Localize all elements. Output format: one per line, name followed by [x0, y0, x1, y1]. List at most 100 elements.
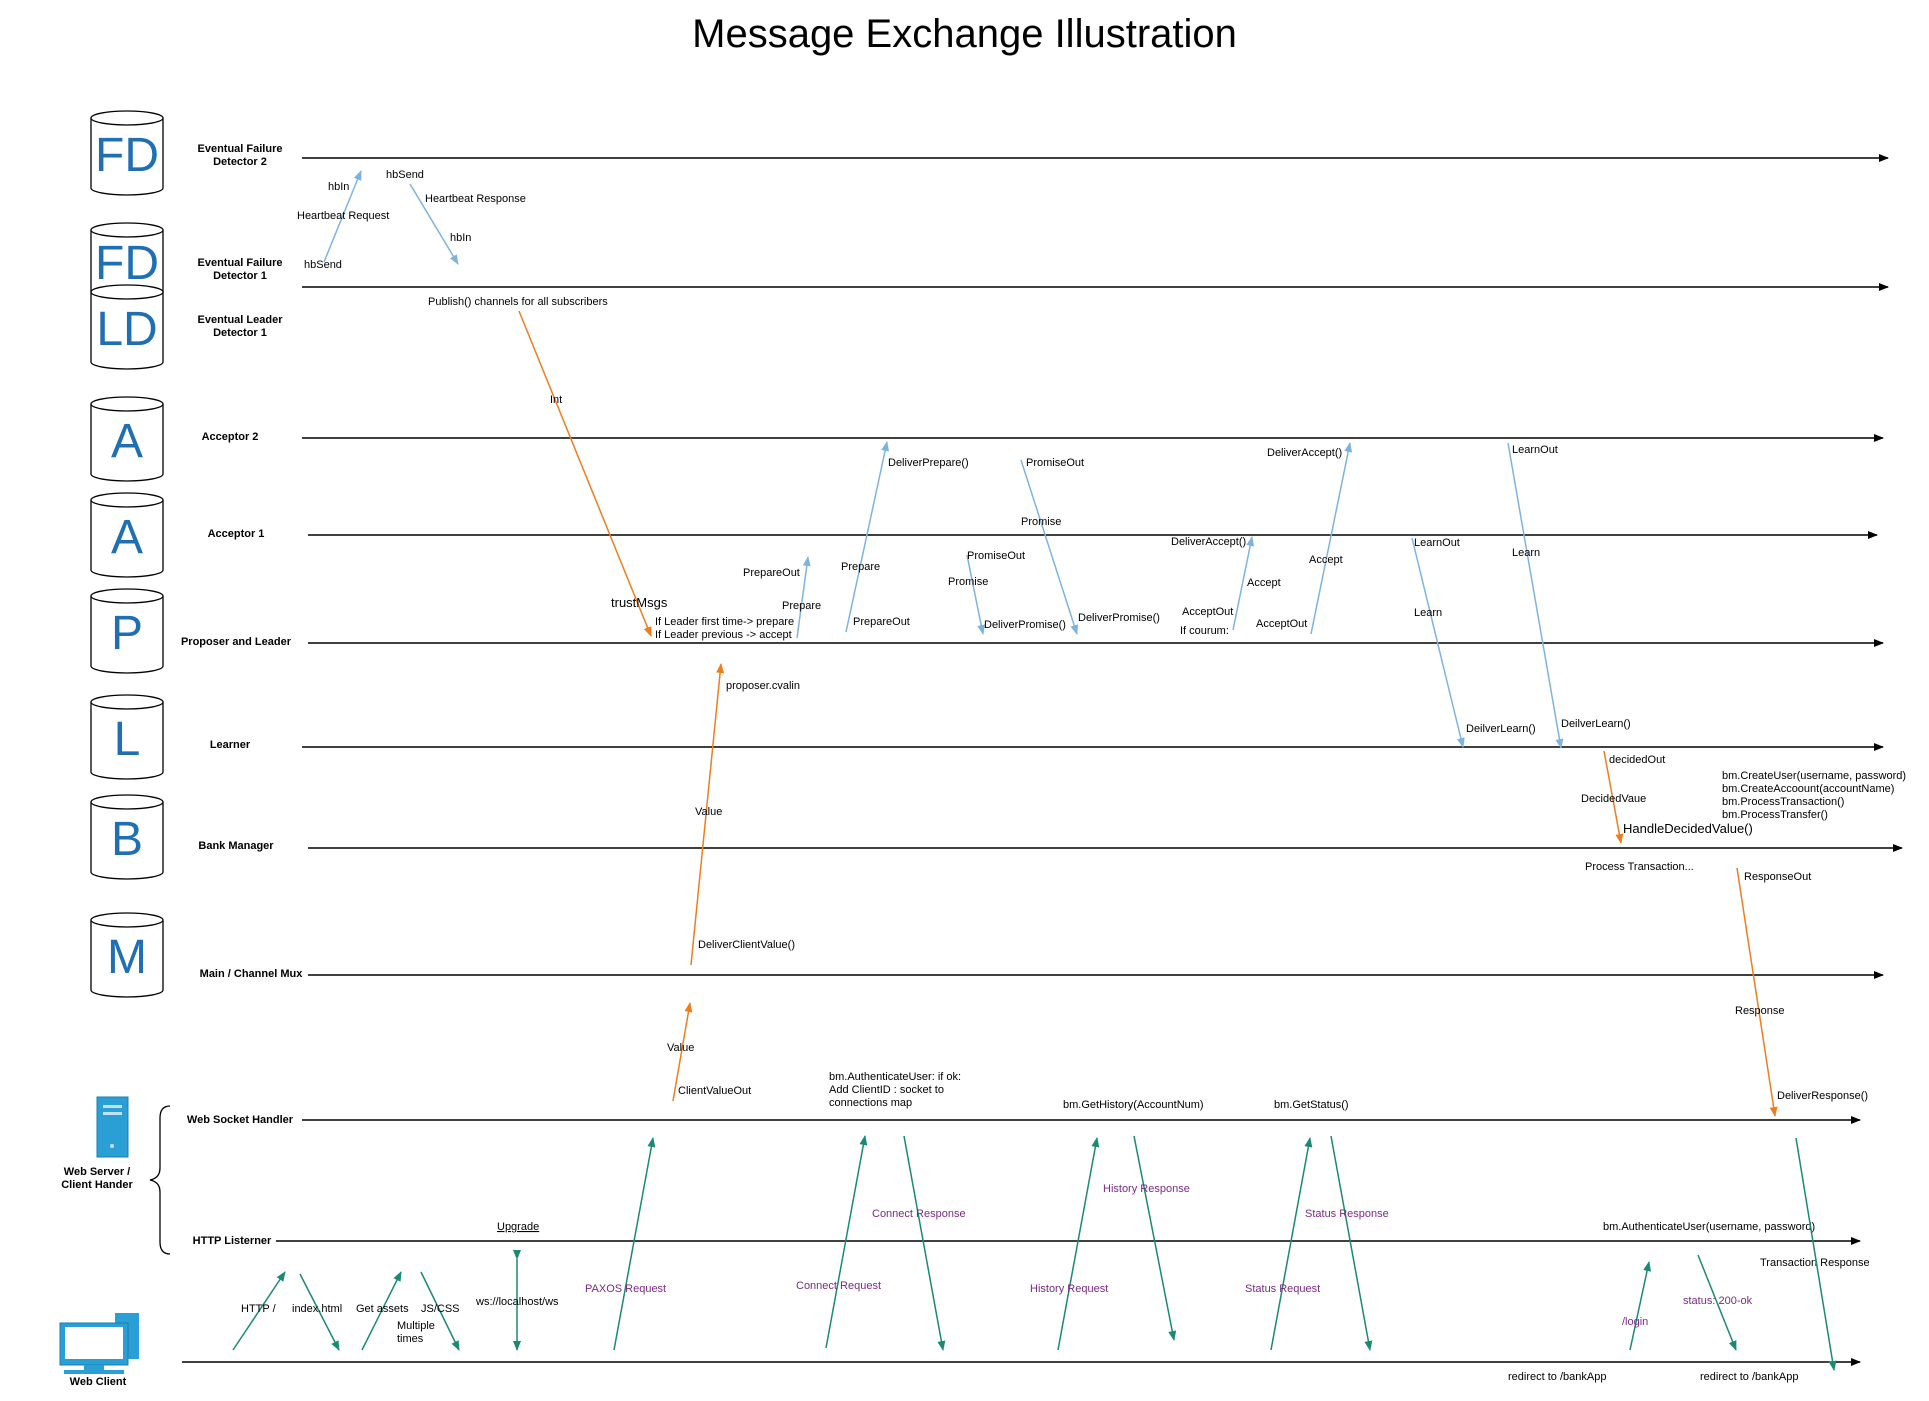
message-label: Heartbeat Request	[297, 210, 389, 222]
actor-cylinder: LD	[90, 284, 164, 370]
message-label: DeliverPromise()	[1078, 612, 1160, 624]
message-label: Int	[550, 394, 562, 406]
client-value-arrow	[690, 663, 725, 966]
message-label: /login	[1622, 1316, 1648, 1328]
server-slot	[103, 1112, 122, 1115]
message-label: If Leader first time-> prepare	[655, 616, 794, 628]
server-brace	[149, 1105, 171, 1255]
message-label: DeilverLearn()	[1561, 718, 1631, 730]
message-label: Value	[667, 1042, 694, 1054]
message-label: DeliverAccept()	[1267, 447, 1342, 459]
actor-glyph: M	[107, 931, 147, 984]
message-label: Connect Request	[796, 1280, 881, 1292]
message-label: HandleDecidedValue()	[1623, 821, 1753, 836]
lane-label: Detector 2	[213, 156, 267, 168]
promise-arrow-acceptor2	[1020, 459, 1079, 635]
cylinder-top	[90, 492, 164, 508]
message-label: Publish() channels for all subscribers	[428, 296, 608, 308]
actor-glyph: LD	[96, 303, 157, 356]
prepare-arrow-acceptor2	[845, 441, 890, 633]
status-request-arrow	[1270, 1137, 1313, 1351]
message-label: ws://localhost/ws	[475, 1296, 559, 1308]
computer-base	[64, 1370, 124, 1374]
actor-cylinder: A	[90, 492, 164, 578]
prepare-arrow-acceptor1	[796, 556, 811, 639]
actor-glyph: FD	[95, 237, 159, 290]
ws-value-arrow	[672, 1002, 693, 1102]
message-label: DeliverResponse()	[1777, 1090, 1868, 1102]
message-label: LearnOut	[1414, 537, 1460, 549]
actor-glyph: FD	[95, 129, 159, 182]
history-response-arrow	[1133, 1135, 1177, 1341]
cylinder-body	[90, 802, 164, 880]
message-label: Promise	[948, 576, 988, 588]
server-label: Client Hander	[61, 1179, 133, 1191]
server-label: Web Server /	[64, 1166, 130, 1178]
message-label: ResponseOut	[1744, 871, 1811, 883]
cylinder-top	[90, 110, 164, 126]
message-label: Prepare	[841, 561, 880, 573]
accept-arrow-acceptor1	[1232, 536, 1255, 631]
message-label: AcceptOut	[1182, 606, 1233, 618]
message-label: Process Transaction...	[1585, 861, 1694, 873]
actor-glyph: L	[114, 713, 141, 766]
server-slot	[103, 1105, 122, 1108]
message-label: DeliverPrepare()	[888, 457, 969, 469]
assets-request-arrow	[361, 1271, 402, 1351]
message-label: Value	[695, 806, 722, 818]
message-label: Learn	[1414, 607, 1442, 619]
message-label: trustMsgs	[611, 595, 668, 610]
paxos-request-arrow	[613, 1137, 656, 1351]
message-label: status: 200-ok	[1683, 1295, 1753, 1307]
lane-label: Proposer and Leader	[181, 636, 292, 648]
message-label: AcceptOut	[1256, 618, 1307, 630]
message-label: hbSend	[304, 259, 342, 271]
message-label: Add ClientID : socket to	[829, 1084, 944, 1096]
message-label: bm.GetStatus()	[1274, 1099, 1349, 1111]
learn-arrow-acceptor1	[1411, 537, 1465, 748]
message-label: Promise	[1021, 516, 1061, 528]
http-request-arrow	[232, 1271, 286, 1351]
cylinder-body	[90, 404, 164, 482]
decided-arrow	[1603, 750, 1624, 844]
lane-label: Learner	[210, 739, 251, 751]
response-arrow	[1736, 867, 1778, 1117]
lane-label: HTTP Listerner	[193, 1235, 272, 1247]
message-label: PAXOS Request	[585, 1283, 666, 1295]
message-label: HTTP /	[241, 1303, 277, 1315]
learn-arrow-acceptor2	[1507, 442, 1564, 749]
message-label: Transaction Response	[1760, 1257, 1870, 1269]
message-label: DecidedVaue	[1581, 793, 1646, 805]
server-led	[110, 1144, 114, 1148]
message-label: Connect Response	[872, 1208, 966, 1220]
actor-cylinder: M	[90, 912, 164, 998]
actor-glyph: A	[111, 415, 143, 468]
message-label: decidedOut	[1609, 754, 1665, 766]
lane-label: Web Socket Handler	[187, 1114, 294, 1126]
history-request-arrow	[1057, 1137, 1100, 1351]
message-label: bm.ProcessTransaction()	[1722, 796, 1844, 808]
message-label: History Response	[1103, 1183, 1190, 1195]
message-label: Heartbeat Response	[425, 193, 526, 205]
cylinder-body	[90, 596, 164, 674]
message-label: Response	[1735, 1005, 1785, 1017]
message-label: Accept	[1309, 554, 1343, 566]
actor-cylinder: A	[90, 396, 164, 482]
actor-glyph: B	[111, 813, 143, 866]
transaction-response-arrow	[1795, 1137, 1837, 1371]
message-label: Accept	[1247, 577, 1281, 589]
cylinder-top	[90, 794, 164, 810]
message-label: JS/CSS	[421, 1303, 460, 1315]
lane-label: Detector 1	[213, 270, 267, 282]
server-icon	[96, 1096, 129, 1158]
actor-glyph: A	[111, 511, 143, 564]
lane-label: Eventual Failure	[198, 143, 283, 155]
message-label: proposer.cvalin	[726, 680, 800, 692]
cylinder-body	[90, 500, 164, 578]
message-label: PrepareOut	[853, 616, 910, 628]
message-label: Status Request	[1245, 1283, 1320, 1295]
login-response-arrow	[1697, 1254, 1737, 1351]
actor-cylinder: B	[90, 794, 164, 880]
message-label: PrepareOut	[743, 567, 800, 579]
computer-icon	[59, 1313, 139, 1374]
